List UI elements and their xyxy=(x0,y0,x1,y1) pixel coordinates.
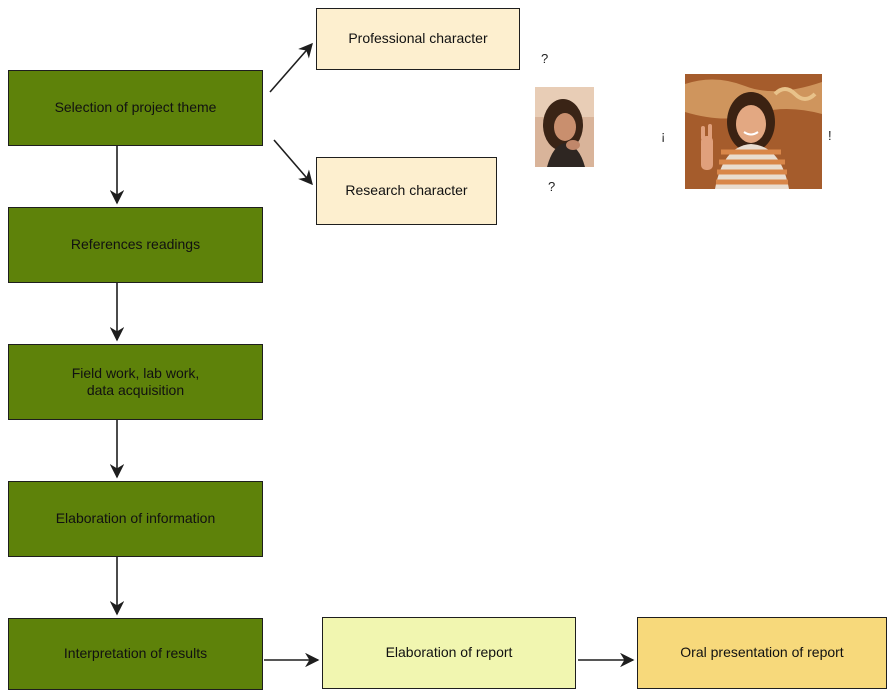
photo-thinking-student-image xyxy=(535,87,594,167)
arrow-selection-to-professional xyxy=(269,42,313,93)
option-research-label: Research character xyxy=(345,182,468,199)
photo-happy-student-image xyxy=(685,74,822,189)
step-interpretation-label: Interpretation of results xyxy=(63,645,208,662)
step-elaboration-of-report: Elaboration of report xyxy=(322,617,576,689)
step-references-readings: References readings xyxy=(8,207,263,283)
step-references-label: References readings xyxy=(70,236,201,253)
exclamation-mark: ! xyxy=(828,128,832,143)
option-professional-label: Professional character xyxy=(348,30,488,47)
step-fieldwork-label: Field work, lab work, data acquisition xyxy=(71,364,200,399)
step-selection-label: Selection of project theme xyxy=(54,99,217,116)
question-mark-top: ? xyxy=(541,51,549,66)
step-report-label: Elaboration of report xyxy=(385,644,513,661)
arrow-selection-to-research xyxy=(273,139,313,186)
step-oral-presentation: Oral presentation of report xyxy=(637,617,887,689)
option-research-character: Research character xyxy=(316,157,497,225)
step-elaboration-of-information: Elaboration of information xyxy=(8,481,263,557)
question-mark-bottom: ? xyxy=(548,179,556,194)
photo-happy-student xyxy=(685,74,822,189)
step-elaboration-info-label: Elaboration of information xyxy=(55,510,216,527)
step-field-work: Field work, lab work, data acquisition xyxy=(8,344,263,420)
inverted-exclamation-mark: ¡ xyxy=(661,128,666,143)
step-oral-label: Oral presentation of report xyxy=(680,644,844,661)
option-professional-character: Professional character xyxy=(316,8,520,70)
photo-thinking-student xyxy=(535,87,594,167)
step-selection-of-project-theme: Selection of project theme xyxy=(8,70,263,146)
step-interpretation-of-results: Interpretation of results xyxy=(8,618,263,690)
